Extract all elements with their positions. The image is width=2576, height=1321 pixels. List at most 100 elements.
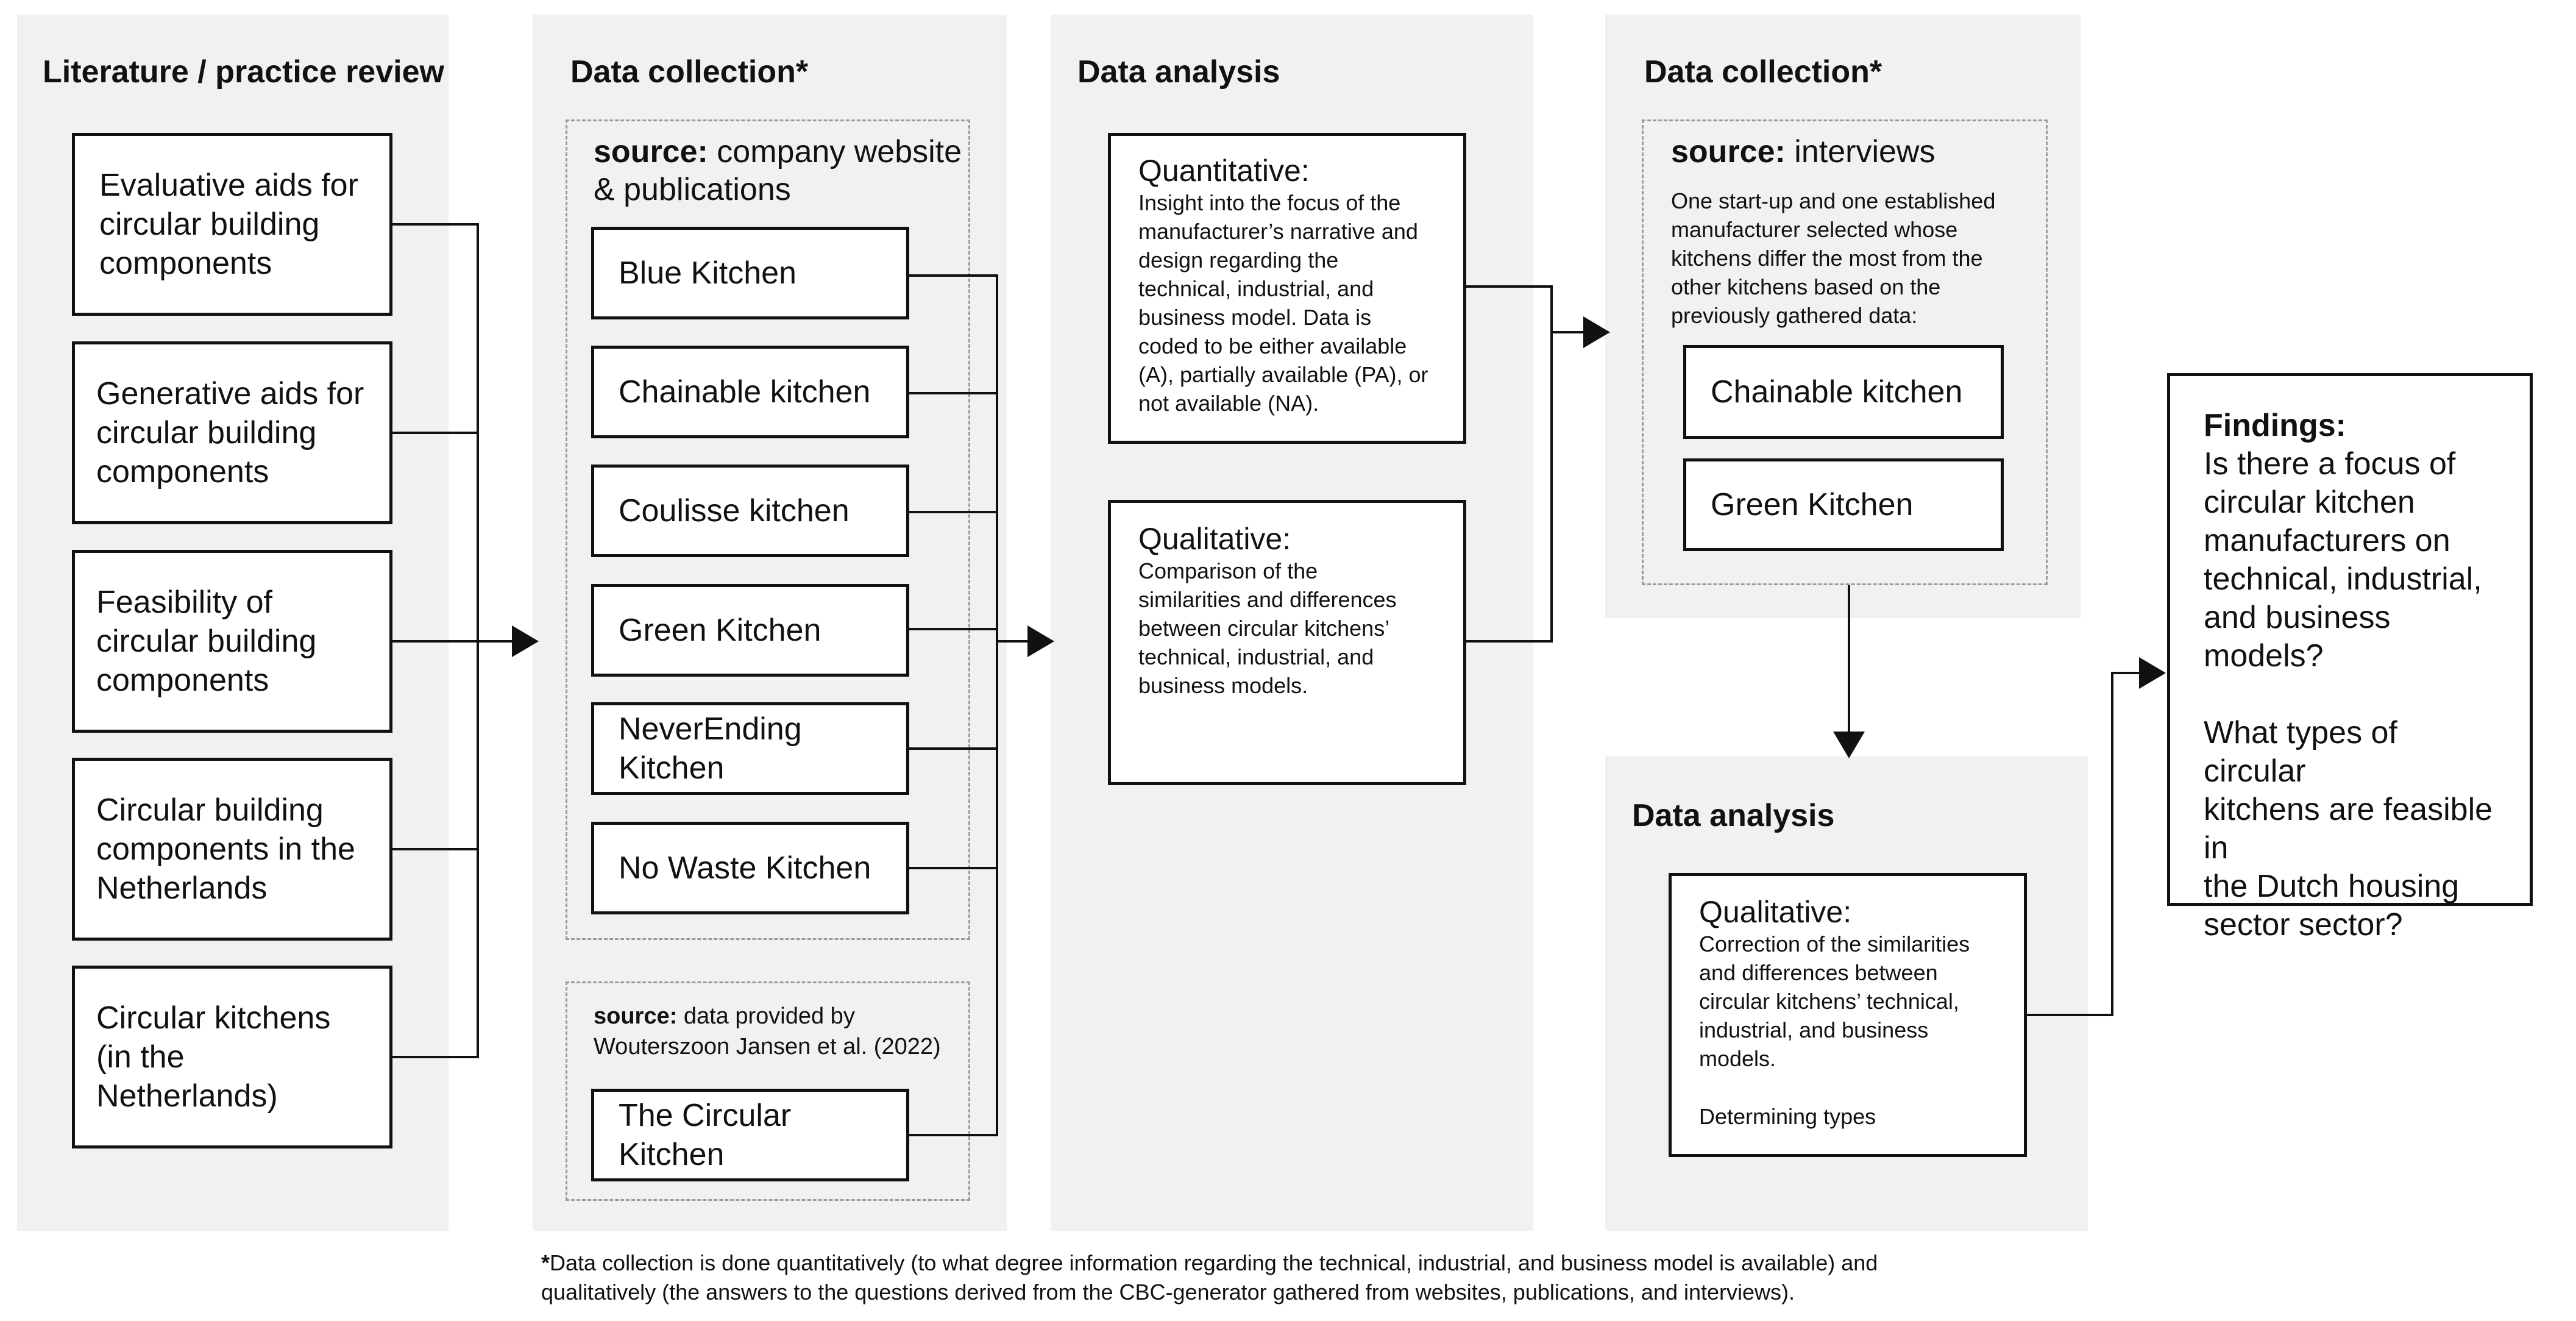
arrow-collection2-to-analysis2 [1833, 732, 1865, 758]
kitchen-box-chainable: Chainable kitchen [591, 346, 909, 438]
box-line: Feasibility of [96, 585, 272, 620]
box-line: Generative aids for [96, 376, 364, 411]
review-title: Literature / practice review [43, 54, 444, 90]
source-text: data provided by [683, 1003, 855, 1029]
qualitative-title: Qualitative: [1699, 895, 1852, 929]
findings-question-2: What types of circular kitchens are feas… [2204, 714, 2496, 944]
box-line: NeverEnding [619, 711, 802, 747]
footnote-line-2: qualitatively (the answers to the questi… [541, 1280, 1795, 1305]
text-line: similarities and differences [1138, 587, 1397, 612]
review-connectors [392, 223, 512, 1058]
text-line: Insight into the focus of the [1138, 190, 1401, 215]
source-text: interviews [1794, 134, 1936, 169]
text-line: business models. [1138, 673, 1308, 698]
text-line: the Dutch housing [2204, 869, 2460, 904]
text-line: models. [1699, 1046, 1776, 1071]
source-interviews-label: source: interviews [1671, 133, 1935, 171]
text-line: Correction of the similarities [1699, 931, 1970, 956]
source-interviews-frame [1642, 119, 2048, 585]
kitchen-box-blue: Blue Kitchen [591, 227, 909, 319]
kitchen-box-no-waste: No Waste Kitchen [591, 822, 909, 914]
qualitative-text: Correction of the similarities and diffe… [1699, 930, 1996, 1073]
qualitative-box-2: Qualitative: Correction of the similarit… [1669, 873, 2027, 1157]
collection1-title: Data collection* [570, 54, 809, 90]
review-box-feasibility: Feasibility of circular building component… [72, 550, 392, 733]
box-line: Evaluative aids for [99, 168, 358, 203]
box-line: The Circular [619, 1098, 792, 1133]
arrow-collection-to-analysis [1027, 625, 1054, 657]
box-line: No Waste Kitchen [619, 850, 871, 886]
arrow-review-to-collection [512, 625, 539, 657]
box-line: Blue Kitchen [619, 255, 797, 291]
box-line: circular building [96, 624, 317, 659]
text-line: kitchens differ the most from the [1671, 246, 1983, 271]
source-jansen-frame [566, 981, 970, 1201]
source-text-2: & publications [594, 172, 791, 207]
findings-title: Findings: [2204, 408, 2346, 443]
text-line: industrial, and business [1699, 1017, 1929, 1042]
text-line: other kitchens based on the [1671, 274, 1941, 299]
text-line: kitchens are feasible in [2204, 792, 2493, 866]
box-line: Coulisse kitchen [619, 493, 850, 529]
box-line: Chainable kitchen [619, 374, 871, 410]
selected-box-green: Green Kitchen [1683, 458, 2004, 551]
box-line: circular building [96, 415, 317, 450]
box-line: components [99, 246, 272, 281]
text-line: circular kitchen [2204, 485, 2415, 520]
footnote: *Data collection is done quantitatively … [541, 1248, 2369, 1307]
text-line: design regarding the [1138, 247, 1339, 272]
text-line: manufacturer’s narrative and [1138, 219, 1418, 244]
source-website-label: source: company website & publications [594, 133, 962, 208]
text-line: previously gathered data: [1671, 303, 1918, 328]
text-line: manufacturers on [2204, 523, 2450, 558]
footnote-line-1: Data collection is done quantitatively (… [550, 1250, 1878, 1275]
text-line: (A), partially available (PA), or [1138, 362, 1428, 387]
source-keyword: source: [1671, 134, 1786, 169]
findings-question-1: Is there a focus of circular kitchen man… [2204, 445, 2496, 675]
box-line: Green Kitchen [619, 613, 821, 648]
text-line: business model. Data is [1138, 305, 1372, 330]
source-keyword: source: [594, 134, 708, 169]
kitchen-box-green: Green Kitchen [591, 584, 909, 677]
qualitative-box-1: Qualitative: Comparison of the similarit… [1108, 500, 1466, 785]
box-line: Circular building [96, 792, 324, 828]
text-line: Is there a focus of [2204, 446, 2456, 482]
text-line: coded to be either available [1138, 333, 1407, 358]
box-line: Kitchen [619, 750, 725, 786]
box-line: components in the [96, 831, 355, 867]
collection2-title: Data collection* [1644, 54, 1882, 90]
source-text-2: Wouterszoon Jansen et al. (2022) [594, 1034, 941, 1059]
analysis1-title: Data analysis [1077, 54, 1280, 90]
text-line: and business models? [2204, 600, 2391, 674]
box-line: Netherlands) [96, 1078, 278, 1114]
text-line: technical, industrial, and [1138, 276, 1374, 301]
qualitative-title: Qualitative: [1138, 522, 1291, 556]
source-website-frame [566, 119, 970, 940]
text-line: circular kitchens’ technical, [1699, 989, 1959, 1014]
kitchen-box-coulisse: Coulisse kitchen [591, 465, 909, 557]
quantitative-box: Quantitative: Insight into the focus of … [1108, 133, 1466, 444]
box-line: Kitchen [619, 1137, 725, 1172]
text-line: sector sector? [2204, 907, 2403, 942]
text-line: technical, industrial, and [1138, 644, 1374, 669]
analysis2-title: Data analysis [1632, 798, 1835, 833]
arrow-analysis-to-collection2 [1583, 316, 1610, 348]
box-line: Chainable kitchen [1711, 374, 1963, 410]
box-line: Circular kitchens [96, 1000, 331, 1036]
text-line: and differences between [1699, 960, 1938, 985]
box-line: (in the [96, 1039, 185, 1075]
qualitative-text: Comparison of the similarities and diffe… [1138, 557, 1436, 700]
box-line: components [96, 663, 269, 698]
collection1-connectors [909, 274, 1027, 1136]
box-line: Green Kitchen [1711, 487, 1914, 522]
text-line: Comparison of the [1138, 558, 1318, 583]
quantitative-title: Quantitative: [1138, 154, 1310, 188]
analysis1-connectors [1466, 285, 1583, 643]
arrow-analysis2-to-findings [2139, 657, 2166, 689]
